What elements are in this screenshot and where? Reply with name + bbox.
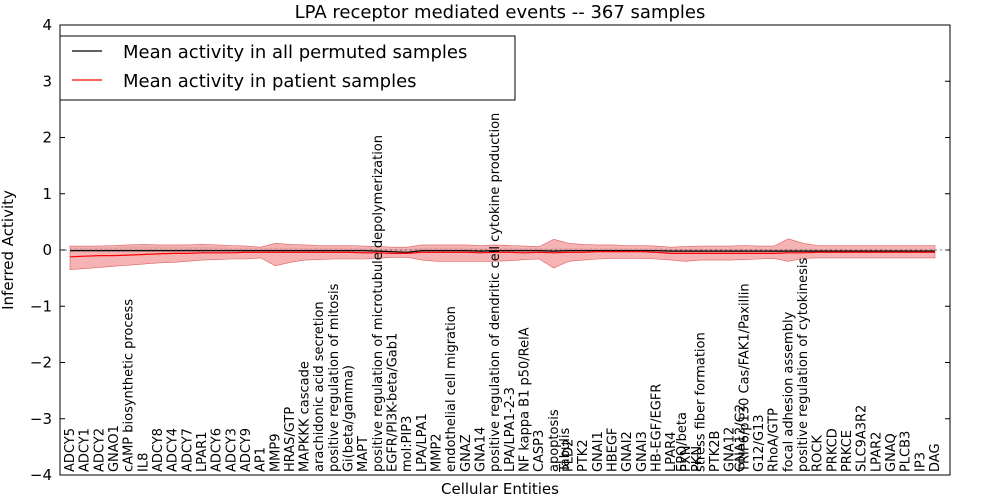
x-tick-label: PLD2 bbox=[562, 439, 577, 472]
y-tick-label: 2 bbox=[42, 129, 52, 147]
x-tick-label: CASP3 bbox=[532, 430, 547, 472]
y-tick-label: 1 bbox=[42, 185, 52, 203]
x-tick-label: positive regulation of cytokinesis bbox=[796, 257, 811, 472]
y-tick-label: 4 bbox=[42, 16, 52, 34]
x-tick-label: HRAS/GTP bbox=[283, 407, 298, 472]
x-tick-label: ROCK bbox=[811, 435, 826, 472]
x-tick-label: TRIP6/p130 Cas/FAK1/Paxillin bbox=[737, 283, 752, 473]
y-tick-label: −1 bbox=[30, 297, 52, 315]
x-tick-label: PTK2B bbox=[708, 431, 723, 473]
x-tick-label: GNA12 bbox=[723, 427, 738, 472]
y-tick-label: −3 bbox=[30, 410, 52, 428]
x-tick-label: LPAR1 bbox=[195, 431, 210, 471]
x-tick-label: GNAI1 bbox=[591, 431, 606, 472]
x-tick-label: PXN bbox=[679, 446, 694, 472]
x-tick-label: positive regulation of dendritic cell cy… bbox=[488, 113, 503, 472]
x-tick-label: apoptosis bbox=[547, 409, 562, 472]
legend: Mean activity in all permuted samples Me… bbox=[59, 35, 516, 101]
x-tick-label: MAPT bbox=[356, 436, 371, 472]
x-tick-label: GNAI3 bbox=[635, 431, 650, 472]
x-tick-label: PTK2 bbox=[576, 439, 591, 472]
legend-label-patient: Mean activity in patient samples bbox=[123, 71, 417, 92]
x-tick-label: IL8 bbox=[136, 453, 151, 472]
x-tick-label: PRKCD bbox=[825, 428, 840, 472]
x-tick-label: positive regulation of microtubule depol… bbox=[371, 135, 386, 472]
x-tick-label: GNAI2 bbox=[620, 431, 635, 472]
x-tick-label: HBEGF bbox=[606, 428, 621, 472]
y-tick-label: −4 bbox=[30, 466, 52, 484]
x-tick-label: RhoA/GTP bbox=[767, 408, 782, 472]
x-tick-label: ADCY6 bbox=[210, 428, 225, 472]
x-tick-label: SLC9A3R2 bbox=[855, 405, 870, 472]
x-tick-label: GNA14 bbox=[474, 427, 489, 472]
y-tick-label: −2 bbox=[30, 354, 52, 372]
x-tick-label: ADCY5 bbox=[63, 428, 78, 472]
x-tick-label: Gi(beta/gamma) bbox=[342, 365, 357, 472]
x-tick-label: mol:PIP3 bbox=[400, 416, 415, 472]
x-tick-label: ADCY2 bbox=[92, 428, 107, 472]
x-tick-label: PRKCE bbox=[840, 430, 855, 472]
x-tick-label: ADCY4 bbox=[166, 428, 181, 472]
x-tick-label: IP3 bbox=[913, 452, 928, 472]
x-tick-label: positive regulation of mitosis bbox=[327, 283, 342, 472]
x-tick-label: cAMP biosynthetic process bbox=[122, 299, 137, 472]
x-tick-label: AP1 bbox=[254, 447, 269, 472]
x-tick-label-extra: PKN bbox=[690, 446, 705, 472]
x-tick-label: DAG bbox=[928, 443, 943, 472]
x-tick-label: focal adhesion assembly bbox=[781, 311, 796, 472]
x-tick-label: NF kappa B1 p50/RelA bbox=[518, 327, 533, 472]
x-tick-label: ADCY3 bbox=[224, 428, 239, 472]
x-tick-label: LPA/LPA1-2-3 bbox=[503, 387, 518, 472]
x-axis-label: Cellular Entities bbox=[441, 480, 559, 498]
x-tick-label: ADCY7 bbox=[180, 428, 195, 472]
x-tick-label: LPAR2 bbox=[869, 432, 884, 472]
x-tick-label: stress fiber formation bbox=[693, 332, 708, 472]
x-tick-label: LPA/LPA1 bbox=[415, 413, 430, 472]
x-tick-label: GNAQ bbox=[884, 433, 899, 472]
band-patient bbox=[69, 238, 936, 271]
legend-label-permuted: Mean activity in all permuted samples bbox=[123, 42, 467, 63]
plot-frame bbox=[59, 24, 951, 476]
x-tick-label: EGFR/PI3K-beta/Gab1 bbox=[386, 333, 401, 472]
x-tick-label: ADCY8 bbox=[151, 428, 166, 472]
x-tick-label: MMP9 bbox=[268, 433, 283, 472]
legend-box bbox=[59, 35, 516, 101]
lines-layer bbox=[69, 250, 935, 258]
y-axis-label: Inferred Activity bbox=[0, 190, 17, 310]
x-tick-label: LPAR4 bbox=[664, 432, 679, 472]
x-tick-label: ADCY9 bbox=[239, 428, 254, 472]
y-axis: −4 −3 −2 −1 0 1 2 3 4 bbox=[30, 16, 950, 484]
x-tick-label: GNAO1 bbox=[107, 425, 122, 472]
x-tick-label: MMP2 bbox=[430, 433, 445, 472]
x-tick-label-extra: GNA12/G2 bbox=[734, 404, 749, 472]
x-tick-label-extra: EPO/beta bbox=[675, 412, 690, 472]
x-tick-label: arachidonic acid secretion bbox=[312, 301, 327, 472]
x-tick-label: G12/G13 bbox=[752, 414, 767, 472]
x-tick-label: GNAZ bbox=[459, 434, 474, 472]
series-line-patient bbox=[69, 251, 935, 258]
x-tick-label: ADCY1 bbox=[78, 428, 93, 472]
series-line-permuted bbox=[70, 250, 935, 253]
x-tick-label: endothelial cell migration bbox=[444, 306, 459, 472]
y-tick-label: 0 bbox=[42, 241, 52, 259]
y-tick-label: 3 bbox=[42, 72, 52, 90]
x-tick-label: MAPKKK cascade bbox=[298, 361, 313, 472]
chart-title: LPA receptor mediated events -- 367 samp… bbox=[295, 2, 706, 23]
x-tick-label: PLCB3 bbox=[899, 431, 914, 472]
x-tick-label: HB-EGF/EGFR bbox=[649, 384, 664, 472]
x-tick-label-extra: Tabulis bbox=[558, 428, 573, 473]
